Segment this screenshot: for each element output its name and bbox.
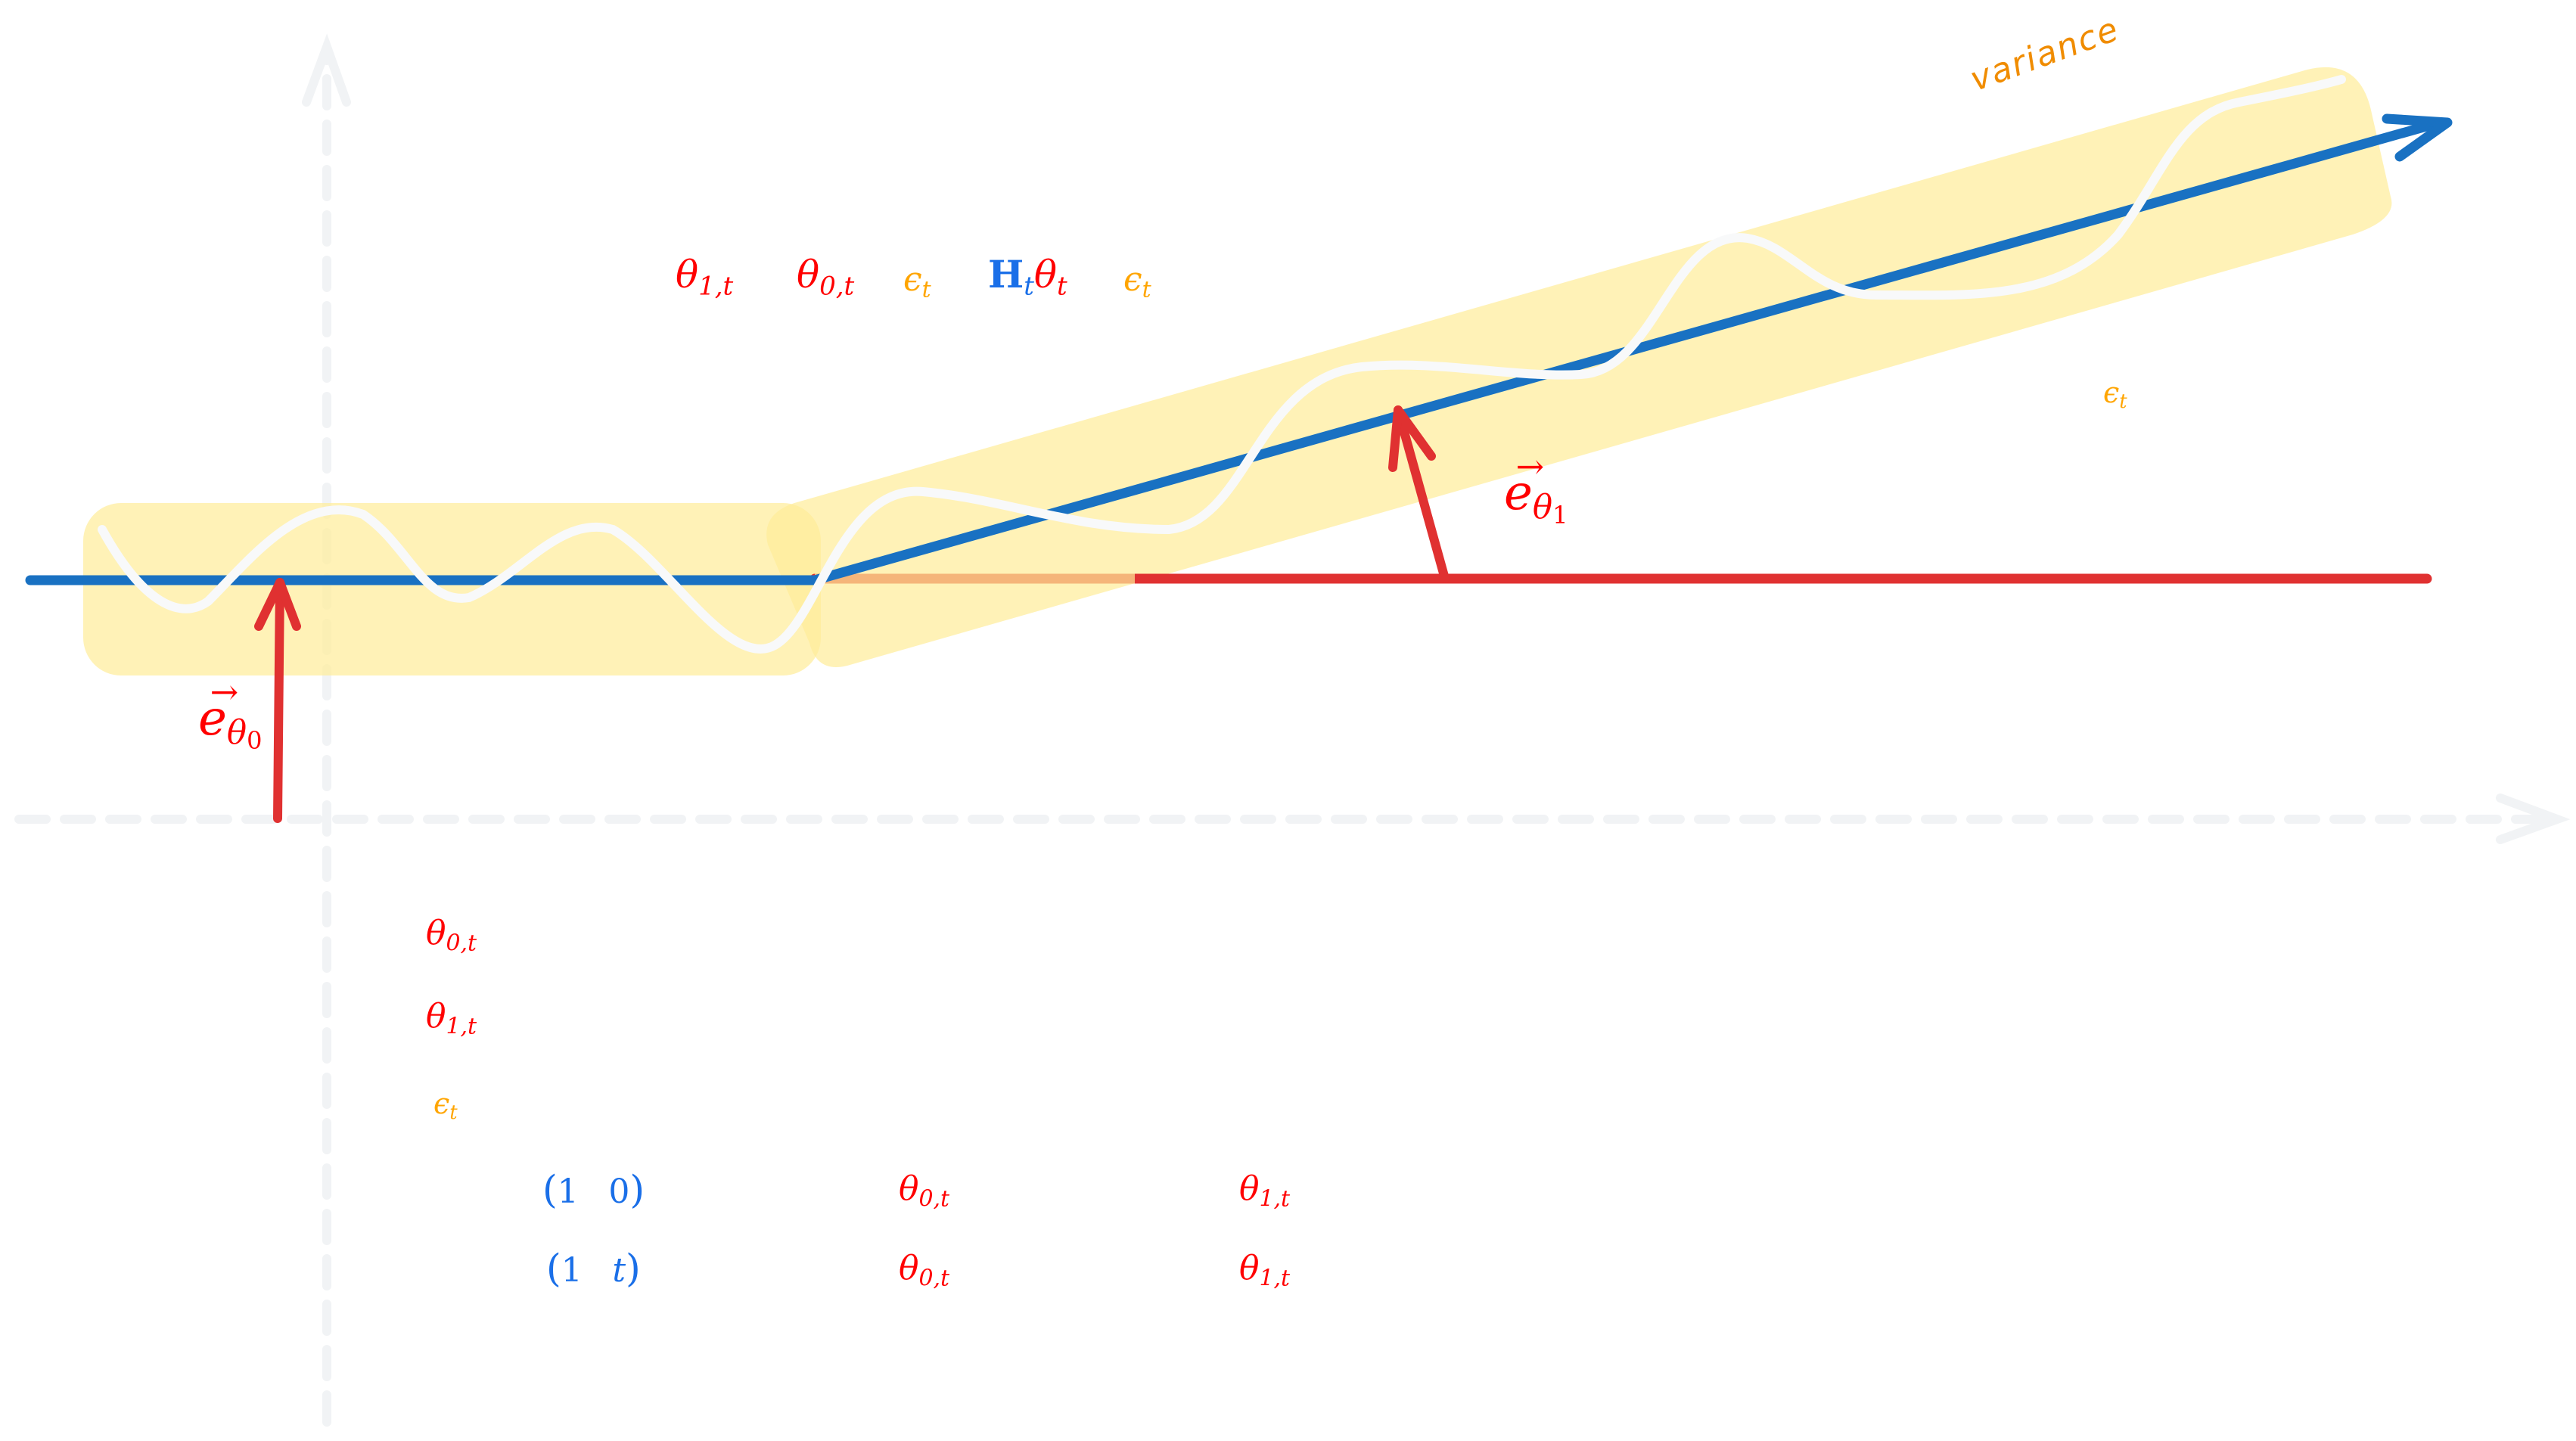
epsilon-symbol: ϵ <box>433 1087 450 1120</box>
epsilon-subscript: t <box>449 1101 458 1125</box>
vector-e-theta0 <box>254 578 301 823</box>
trend-arrowhead <box>2382 113 2453 162</box>
close-paren: ) <box>629 1167 645 1212</box>
matrix-entry: 1 <box>557 1172 579 1211</box>
theta-1t-top: θ1,t <box>676 256 733 300</box>
legend-theta-1t: θ1,t <box>426 1000 477 1038</box>
epsilon-subscript: t <box>921 276 931 303</box>
e-symbol: e <box>198 691 227 747</box>
open-paren: ( <box>542 1167 558 1212</box>
row2-theta-0t: θ0,t <box>899 1252 949 1290</box>
matrix-entry: 0 <box>608 1172 630 1211</box>
vector-arrow-icon: → <box>210 672 239 713</box>
index-subscript: 0 <box>247 726 263 756</box>
theta-subscript: 0,t <box>446 930 477 957</box>
theta-subscript: t <box>1057 271 1067 302</box>
legend-epsilon-t: ϵt <box>433 1089 458 1123</box>
theta-subscript: 1,t <box>698 271 734 302</box>
theta-subscript: 1,t <box>1259 1265 1291 1292</box>
matrix-entry: 1 <box>561 1251 583 1290</box>
noise-wave <box>98 75 2346 654</box>
epsilon-subscript: t <box>1142 276 1151 303</box>
close-paren: ) <box>626 1246 641 1290</box>
theta-symbol: θ <box>1239 1249 1260 1287</box>
vector-arrow-icon: → <box>1515 446 1545 487</box>
h-matrix-symbol: H <box>988 252 1024 297</box>
trend-line <box>25 117 2445 585</box>
variance-band-flat <box>83 503 821 675</box>
theta-subscript: 0,t <box>819 271 855 302</box>
h-subscript: t <box>1024 271 1034 302</box>
epsilon-t-top-2: ϵt <box>1123 263 1151 301</box>
theta-subscript: 0,t <box>918 1185 950 1213</box>
theta-symbol: θ <box>899 1169 919 1208</box>
theta-0t-top: θ0,t <box>797 256 854 300</box>
x-axis-arrowhead <box>2496 793 2571 844</box>
theta-symbol: θ <box>1239 1169 1260 1208</box>
e-symbol: e <box>1504 465 1533 521</box>
row1-theta-0t: θ0,t <box>899 1172 949 1210</box>
y-axis-arrowhead <box>302 33 351 107</box>
epsilon-t-top-1: ϵt <box>903 263 931 301</box>
vector-e-theta1 <box>1388 405 1450 583</box>
theta-symbol: θ <box>426 997 446 1036</box>
epsilon-symbol: ϵ <box>1123 260 1142 299</box>
e-theta0-label: e→θ0 <box>198 675 263 756</box>
theta-symbol: θ <box>899 1249 919 1287</box>
theta-subscript: θ <box>226 714 247 753</box>
e-theta1-label: e→θ1 <box>1504 450 1568 530</box>
theta-subscript: 1,t <box>1259 1185 1291 1213</box>
epsilon-t-right: ϵt <box>2103 378 2127 412</box>
h-theta-term: Htθt <box>988 256 1067 300</box>
matrix-entry: t <box>612 1251 626 1290</box>
theta-subscript: 1,t <box>446 1013 477 1040</box>
epsilon-symbol: ϵ <box>2103 376 2120 409</box>
theta-subscript: 0,t <box>918 1265 950 1292</box>
theta-symbol: θ <box>797 253 820 297</box>
theta-symbol: θ <box>676 253 699 297</box>
legend-theta-0t: θ0,t <box>426 917 477 955</box>
row2-theta-1t: θ1,t <box>1239 1252 1290 1290</box>
theta-symbol: θ <box>1033 253 1058 297</box>
epsilon-symbol: ϵ <box>903 260 922 299</box>
theta-subscript: θ <box>1532 489 1553 527</box>
epsilon-subscript: t <box>2119 390 2127 414</box>
index-subscript: 1 <box>1552 501 1568 530</box>
row1-theta-1t: θ1,t <box>1239 1172 1290 1210</box>
open-paren: ( <box>546 1246 561 1290</box>
theta-symbol: θ <box>426 914 446 952</box>
